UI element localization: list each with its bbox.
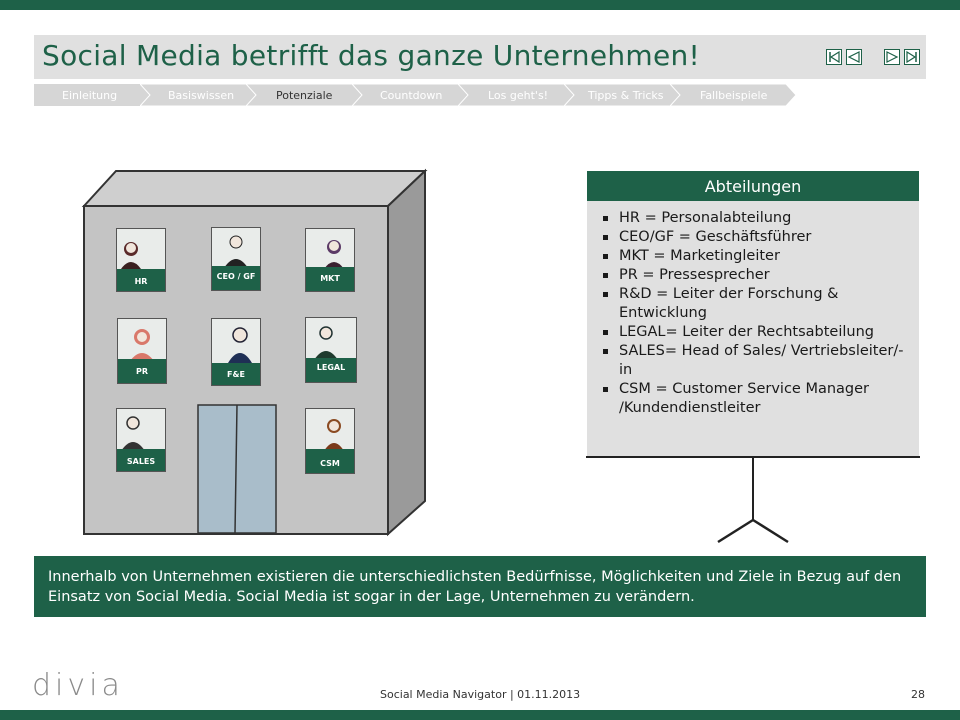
divia-logo: divia <box>32 668 124 703</box>
first-page-icon[interactable] <box>826 49 842 65</box>
breadcrumb-item-einleitung[interactable]: Einleitung <box>34 84 154 106</box>
window-pr: PR <box>117 318 167 384</box>
breadcrumb-item-fallbeispiele[interactable]: Fallbeispiele <box>670 84 796 106</box>
breadcrumb-item-los-gehts[interactable]: Los geht's! <box>458 84 578 106</box>
page-title: Social Media betrifft das ganze Unterneh… <box>42 39 701 72</box>
list-item: CSM = Customer Service Manager /Kundendi… <box>601 380 909 418</box>
flipchart-stand <box>586 456 922 550</box>
list-item: SALES= Head of Sales/ Vertriebsleiter/-i… <box>601 342 909 380</box>
bottom-accent-bar <box>0 710 960 720</box>
window-sales: SALES <box>116 408 166 472</box>
footer-text: Social Media Navigator | 01.11.2013 <box>380 688 581 701</box>
breadcrumb-item-potenziale[interactable]: Potenziale <box>246 84 366 106</box>
window-mkt: MKT <box>305 228 355 292</box>
departments-list: HR = Personalabteilung CEO/GF = Geschäft… <box>601 209 909 418</box>
window-hr: HR <box>116 228 166 292</box>
list-item: HR = Personalabteilung <box>601 209 909 228</box>
top-accent-bar <box>0 0 960 10</box>
window-ceo: CEO / GF <box>211 227 261 291</box>
last-page-icon[interactable] <box>904 49 920 65</box>
list-item: MKT = Marketingleiter <box>601 247 909 266</box>
info-box: Innerhalb von Unternehmen existieren die… <box>34 556 926 617</box>
list-item: PR = Pressesprecher <box>601 266 909 285</box>
slide-navigation <box>826 49 920 65</box>
window-legal: LEGAL <box>305 317 357 383</box>
breadcrumb-item-basiswissen[interactable]: Basiswissen <box>140 84 260 106</box>
breadcrumb-item-tipps-tricks[interactable]: Tipps & Tricks <box>564 84 684 106</box>
list-item: R&D = Leiter der Forschung & Entwicklung <box>601 285 909 323</box>
previous-page-icon[interactable] <box>846 49 862 65</box>
next-page-icon[interactable] <box>884 49 900 65</box>
window-fe: F&E <box>211 318 261 386</box>
breadcrumb-item-countdown[interactable]: Countdown <box>352 84 472 106</box>
list-item: CEO/GF = Geschäftsführer <box>601 228 909 247</box>
window-csm: CSM <box>305 408 355 474</box>
office-building-illustration: HR CEO / GF MKT PR F&E LEGAL SALES CSM <box>80 168 430 538</box>
departments-panel-title: Abteilungen <box>587 171 919 201</box>
departments-panel: HR = Personalabteilung CEO/GF = Geschäft… <box>587 201 919 457</box>
list-item: LEGAL= Leiter der Rechtsabteilung <box>601 323 909 342</box>
breadcrumb: Einleitung Basiswissen Potenziale Countd… <box>34 84 804 106</box>
title-bar: Social Media betrifft das ganze Unterneh… <box>34 35 926 79</box>
page-number: 28 <box>911 688 925 701</box>
